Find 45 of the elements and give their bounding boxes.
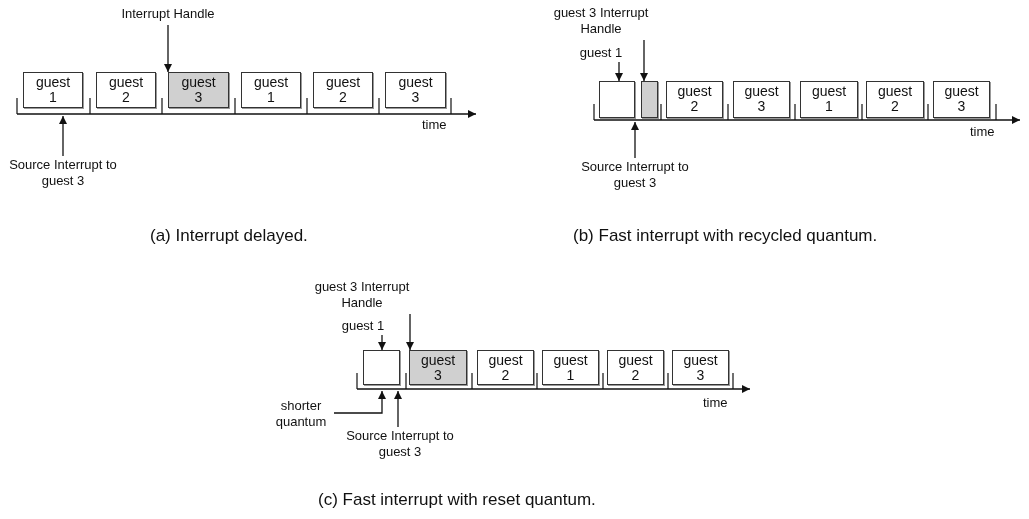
annotation-text: Source Interrupt to guest 3	[575, 159, 695, 193]
time-slot: guest 1	[23, 72, 83, 108]
arrow	[640, 39, 648, 82]
time-slot: guest 2	[477, 350, 534, 385]
axis-label: time	[422, 117, 447, 132]
time-slot: guest 3	[933, 81, 990, 118]
arrow	[631, 121, 639, 159]
arrow	[378, 334, 386, 351]
arrow	[59, 115, 67, 157]
time-slot: guest 2	[96, 72, 156, 108]
time-slot: guest 1	[241, 72, 301, 108]
timeline-arrow	[356, 372, 751, 393]
time-slot: guest 2	[866, 81, 924, 118]
time-slot: guest 3	[385, 72, 446, 108]
annotation-text: Interrupt Handle	[110, 6, 226, 24]
time-slot: guest 1	[542, 350, 599, 385]
timeline-arrow	[593, 103, 1021, 124]
annotation-text: guest 3 Interrupt Handle	[545, 5, 657, 39]
active-time-slot: guest 3	[168, 72, 229, 108]
time-slot: guest 1	[800, 81, 858, 118]
annotation-text: guest 3 Interrupt Handle	[302, 279, 422, 313]
arrow	[406, 313, 414, 351]
annotation-text: shorter quantum	[270, 398, 332, 432]
arrow	[333, 390, 386, 414]
time-slot: guest 2	[666, 81, 723, 118]
annotation-text: Source Interrupt to guest 3	[0, 157, 126, 191]
arrow	[394, 390, 402, 428]
caption: (c) Fast interrupt with reset quantum.	[318, 490, 596, 510]
caption: (b) Fast interrupt with recycled quantum.	[573, 226, 878, 246]
arrow	[164, 24, 172, 73]
caption: (a) Interrupt delayed.	[150, 226, 308, 246]
annotation-text: guest 1	[572, 45, 630, 61]
axis-label: time	[970, 124, 995, 139]
time-slot: guest 2	[607, 350, 664, 385]
time-slot: guest 3	[672, 350, 729, 385]
annotation-text: Source Interrupt to guest 3	[340, 428, 460, 462]
axis-label: time	[703, 395, 728, 410]
time-slot: guest 3	[733, 81, 790, 118]
active-time-slot	[641, 81, 658, 118]
time-slot	[363, 350, 400, 385]
arrow	[615, 61, 623, 82]
time-slot	[599, 81, 635, 118]
active-time-slot: guest 3	[409, 350, 467, 385]
annotation-text: guest 1	[334, 318, 392, 334]
time-slot: guest 2	[313, 72, 373, 108]
